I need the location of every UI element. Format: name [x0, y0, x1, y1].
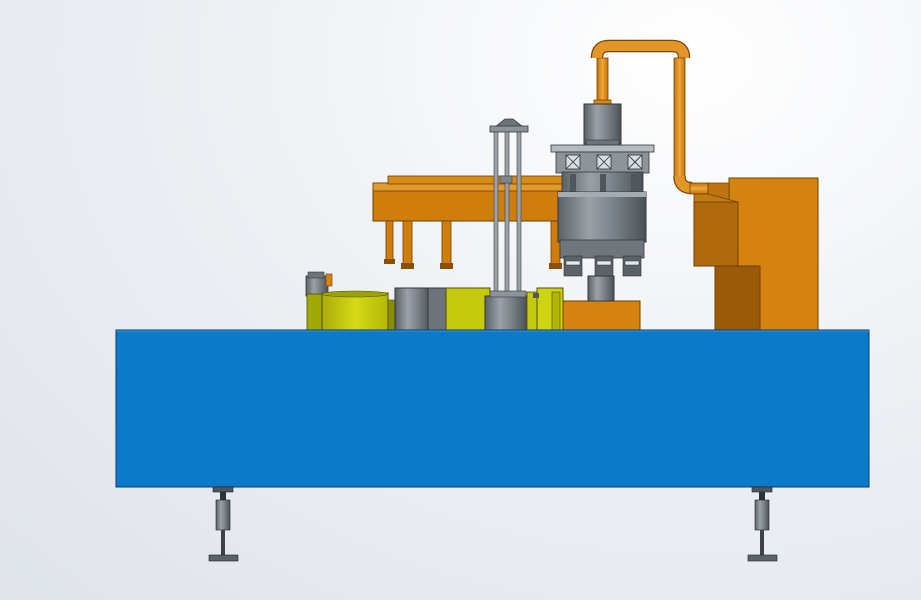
work-station	[394, 287, 641, 332]
rotary-turret	[550, 103, 655, 302]
feeder-bowl	[305, 271, 397, 332]
duct-pipe	[590, 39, 709, 195]
conveyor-arm	[372, 175, 570, 269]
leveling-foot-left	[208, 486, 239, 562]
machine-base	[115, 329, 870, 488]
guide-rods	[489, 118, 529, 293]
leveling-foot-right	[747, 486, 778, 562]
dust-collector	[693, 177, 819, 331]
